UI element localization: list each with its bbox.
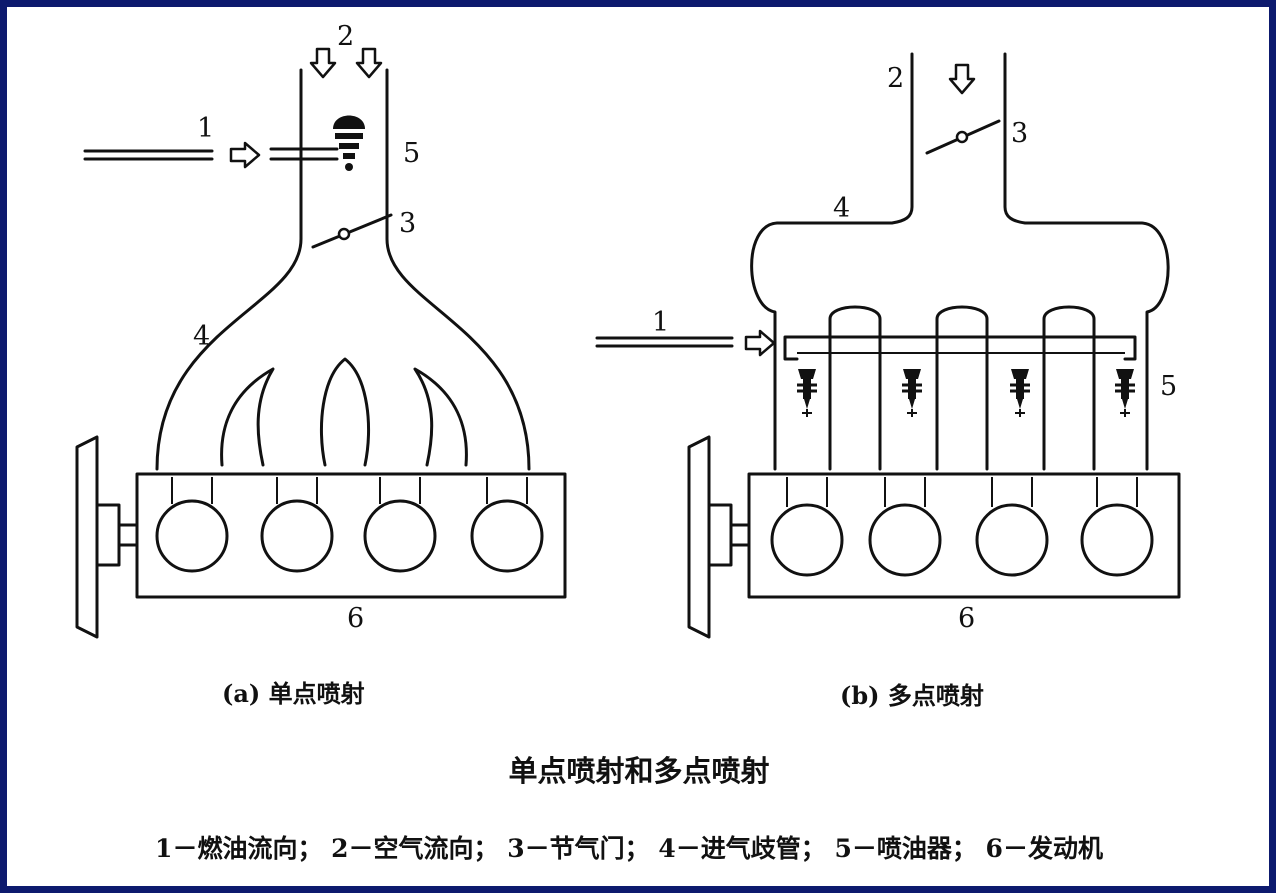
- label-throttle-a: 3: [399, 208, 416, 239]
- injector-b-icon: [1008, 367, 1032, 419]
- manifold-a-runner: [319, 357, 371, 467]
- manifold-a-runner: [413, 367, 468, 467]
- fuel-arrow-b-icon: [744, 329, 776, 357]
- flywheel-a: [75, 435, 139, 639]
- injector-a-icon: [333, 115, 365, 171]
- throttle-a-pivot: [337, 227, 351, 241]
- cylinder-a: [363, 499, 437, 573]
- throttle-a: [311, 213, 393, 249]
- diagram-frame: 1 2 3 4 5 6 (a) 单点喷射: [7, 7, 1269, 886]
- cylinder-b: [770, 503, 844, 577]
- cylinders-b: [770, 477, 1154, 577]
- injector-b-icon: [1113, 367, 1137, 419]
- label-engine-a: 6: [347, 603, 364, 634]
- label-air-a: 2: [337, 21, 354, 52]
- label-manifold-a: 4: [193, 321, 210, 352]
- label-fuel-a: 1: [197, 113, 214, 144]
- label-injector-b: 5: [1160, 371, 1177, 402]
- injector-b-icon: [795, 367, 819, 419]
- caption-b: (b) 多点喷射: [840, 681, 984, 710]
- label-engine-b: 6: [958, 603, 975, 634]
- diagram-legend: 1－燃油流向； 2－空气流向； 3－节气门； 4－进气歧管； 5－喷油器； 6－…: [155, 834, 1103, 863]
- manifold-a-runner: [220, 367, 275, 467]
- cylinder-a: [260, 499, 334, 573]
- flywheel-b: [687, 435, 751, 639]
- air-arrow-a-icon: [355, 47, 383, 79]
- cylinder-b: [975, 503, 1049, 577]
- manifold-a-outer: [155, 68, 303, 471]
- runners-b: [828, 305, 1096, 471]
- label-injector-a: 5: [403, 138, 420, 169]
- engine-block-b: [747, 472, 1181, 599]
- cylinder-b: [1080, 503, 1154, 577]
- label-throttle-b: 3: [1011, 118, 1028, 149]
- cylinders-a: [155, 477, 544, 573]
- label-manifold-b: 4: [833, 193, 850, 224]
- cylinder-a: [155, 499, 229, 573]
- throttle-b-pivot: [955, 130, 969, 144]
- injector-b-icon: [900, 367, 924, 419]
- engine-block-a: [135, 472, 567, 599]
- panel-a-single-point: 1 2 3 4 5 6 (a) 单点喷射: [75, 21, 567, 708]
- cylinder-b: [868, 503, 942, 577]
- panel-b-multi-point: 2 3 4 1 5 6 (b) 多点喷射: [595, 52, 1181, 710]
- label-air-b: 2: [887, 63, 904, 94]
- caption-a: (a) 单点喷射: [222, 679, 365, 708]
- fuel-rail-b: [783, 335, 1137, 361]
- fuel-arrow-a-icon: [229, 141, 261, 169]
- label-fuel-b: 1: [652, 307, 669, 338]
- diagram-title: 单点喷射和多点喷射: [508, 754, 769, 788]
- cylinder-a: [470, 499, 544, 573]
- plenum-b: [750, 52, 1170, 471]
- injection-diagram: 1 2 3 4 5 6 (a) 单点喷射: [75, 21, 1181, 863]
- air-arrow-a-icon: [309, 47, 337, 79]
- manifold-a-outer-right: [385, 68, 531, 471]
- air-arrow-b-icon: [948, 63, 976, 95]
